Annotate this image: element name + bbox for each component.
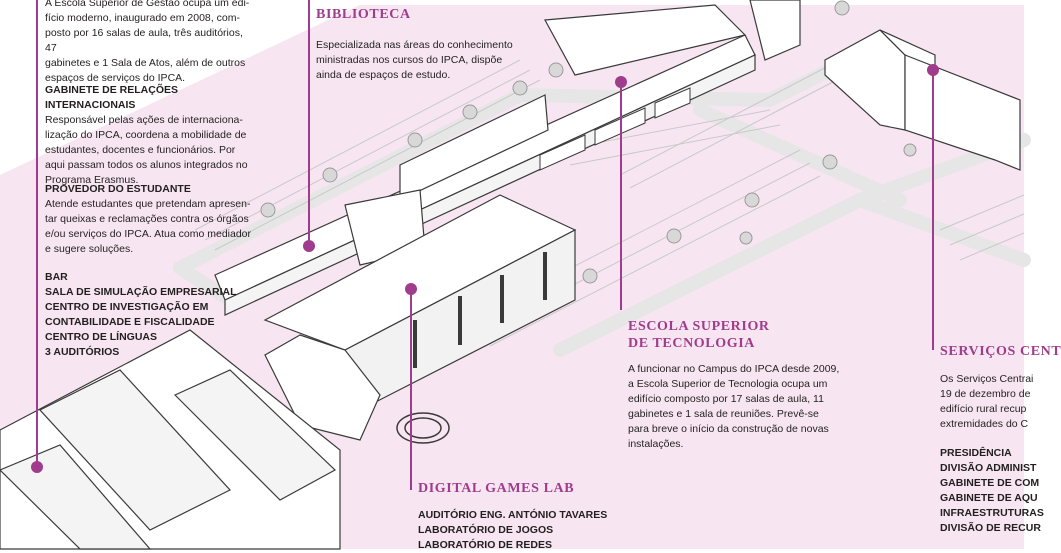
digital-games-item: LABORATÓRIO DE JOGOS — [418, 524, 554, 536]
tecnologia-line: instalações. — [628, 438, 684, 450]
digital-games-leader-line — [410, 290, 412, 490]
servicos-line: extremidades do C — [940, 418, 1029, 430]
digital-games-item: AUDITÓRIO ENG. ANTÓNIO TAVARES — [418, 509, 608, 521]
section-line: Responsável pelas ações de internaciona- — [45, 114, 243, 126]
section-line: lização do IPCA, coordena a mobilidade d… — [45, 129, 247, 141]
section-line: estudantes, docentes e funcionários. Por — [45, 144, 236, 156]
biblioteca-title: BIBLIOTECA — [316, 7, 411, 22]
digital-games-item: LABORATÓRIO DE REDES — [418, 539, 552, 551]
digital-games-list: AUDITÓRIO ENG. ANTÓNIO TAVARES LABORATÓR… — [418, 508, 607, 553]
facility-item: CENTRO DE LÍNGUAS — [45, 331, 158, 343]
servicos-line: edifício rural recup — [940, 403, 1027, 415]
servicos-marker — [927, 64, 939, 76]
biblioteca-marker — [303, 240, 315, 252]
provedor-estudante-block: PROVEDOR DO ESTUDANTE Atende estudantes … — [45, 182, 260, 257]
facility-item: BAR — [45, 271, 68, 283]
facility-item: CENTRO DE INVESTIGAÇÃO EM — [45, 301, 209, 313]
tecnologia-pillars — [413, 252, 547, 368]
servicos-description: Os Serviços Centrai 19 de dezembro de ed… — [940, 372, 1034, 432]
campus-map-illustration — [0, 0, 1031, 550]
digital-games-title: DIGITAL GAMES LAB — [418, 481, 575, 496]
tecnologia-title-line: ESCOLA SUPERIOR — [628, 319, 770, 334]
servicos-line: Os Serviços Centrai — [940, 373, 1034, 385]
section-line: e sugere soluções. — [45, 243, 134, 255]
gestao-intro-line: posto por 16 salas de aula, três auditór… — [45, 27, 243, 54]
section-title: PROVEDOR DO ESTUDANTE — [45, 183, 191, 195]
facility-item: CONTABILIDADE E FISCALIDADE — [45, 316, 215, 328]
biblioteca-windows — [539, 87, 691, 171]
digital-games-lab-pavilion — [396, 412, 450, 444]
section-line: Atende estudantes que pretendam apresen- — [45, 198, 251, 210]
biblioteca-line: ministradas nos cursos do IPCA, dispõe — [316, 54, 503, 66]
servicos-item: INFRAESTRUTURAS — [940, 507, 1044, 519]
gestao-intro-line: espaços de serviços do IPCA. — [45, 72, 186, 84]
gestao-facilities-list: BAR SALA DE SIMULAÇÃO EMPRESARIAL CENTRO… — [45, 270, 237, 360]
tecnologia-line: A funcionar no Campus do IPCA desde 2009… — [628, 363, 840, 375]
tecnologia-title: ESCOLA SUPERIOR DE TECNOLOGIA — [628, 318, 770, 352]
tecnologia-line: edifício composto por 17 salas de aula, … — [628, 393, 824, 405]
facility-item: SALA DE SIMULAÇÃO EMPRESARIAL — [45, 286, 237, 298]
section-line: e/ou serviços do IPCA. Atua como mediado… — [45, 228, 252, 240]
tecnologia-line: a Escola Superior de Tecnologia ocupa um — [628, 378, 828, 390]
servicos-list: PRESIDÊNCIA DIVISÃO ADMINIST GABINETE DE… — [940, 446, 1044, 536]
servicos-item: PRESIDÊNCIA — [940, 447, 1012, 459]
servicos-item: GABINETE DE AQU — [940, 492, 1038, 504]
gestao-leader-line — [36, 0, 38, 462]
tecnologia-marker — [615, 76, 627, 88]
servicos-line: 19 de dezembro de — [940, 388, 1031, 400]
servicos-title: SERVIÇOS CENT — [940, 344, 1061, 359]
biblioteca-line: ainda de espaços de estudo. — [316, 69, 451, 81]
tecnologia-title-line: DE TECNOLOGIA — [628, 336, 755, 351]
section-line: Programa Erasmus. — [45, 174, 139, 186]
servicos-item: GABINETE DE COM — [940, 477, 1040, 489]
biblioteca-leader-line — [308, 0, 310, 240]
biblioteca-line: Especializada nas áreas do conhecimento — [316, 39, 513, 51]
tecnologia-leader-line — [620, 82, 622, 310]
relacoes-internacionais-block: GABINETE DE RELAÇÕES INTERNACIONAIS Resp… — [45, 83, 260, 188]
servicos-item: DIVISÃO DE RECUR — [940, 522, 1041, 534]
tecnologia-description: A funcionar no Campus do IPCA desde 2009… — [628, 362, 843, 452]
gestao-intro-line: gabinetes e 1 Sala de Atos, além de outr… — [45, 57, 246, 69]
servicos-item: DIVISÃO ADMINIST — [940, 462, 1037, 474]
gestao-intro-line: fício moderno, inaugurado em 2008, com- — [45, 12, 240, 24]
gestao-intro: A Escola Superior de Gestão ocupa um edi… — [45, 0, 255, 86]
section-line: aqui passam todos os alunos integrados n… — [45, 159, 248, 171]
section-title: GABINETE DE RELAÇÕES INTERNACIONAIS — [45, 84, 179, 111]
biblioteca-description: Especializada nas áreas do conhecimento … — [316, 38, 526, 83]
facility-item: 3 AUDITÓRIOS — [45, 346, 120, 358]
section-line: tar queixas e reclamações contra os órgã… — [45, 213, 249, 225]
tecnologia-line: para breve o início da construção de nov… — [628, 423, 829, 435]
gestao-marker — [31, 461, 43, 473]
servicos-leader-line — [932, 70, 934, 350]
digital-games-marker — [405, 283, 417, 295]
tecnologia-line: gabinetes e 1 sala de reuniões. Prevê-se — [628, 408, 819, 420]
gestao-intro-line: A Escola Superior de Gestão ocupa um edi… — [45, 0, 250, 9]
